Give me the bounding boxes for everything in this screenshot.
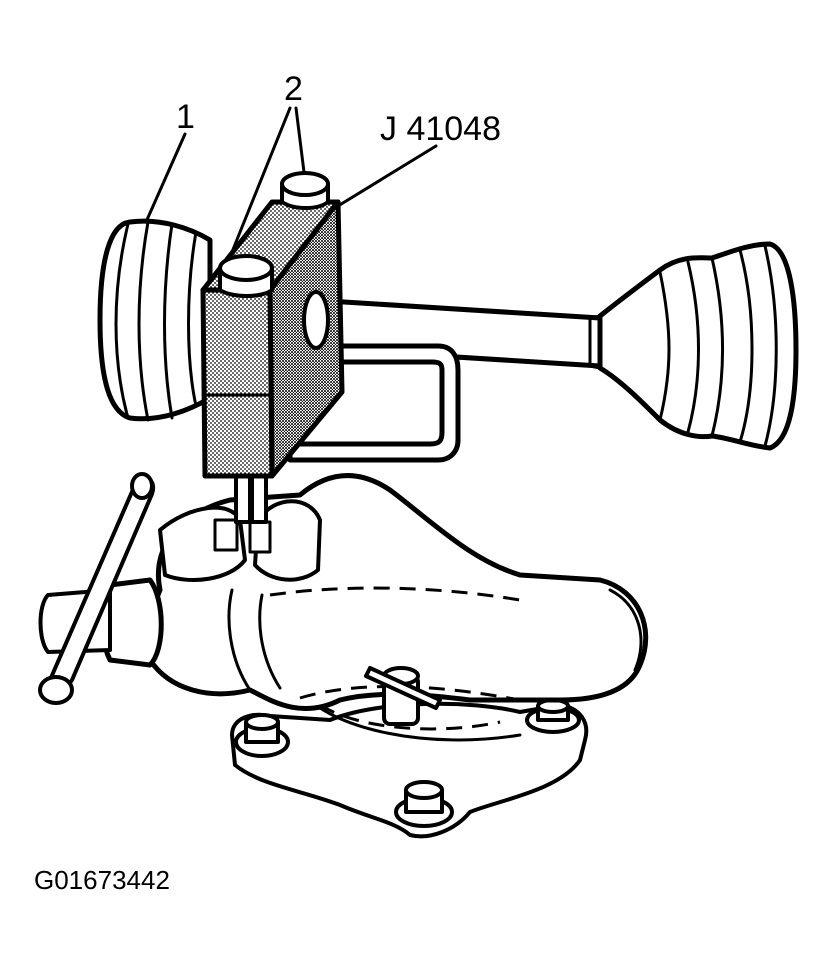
base-bolt-right <box>525 698 581 734</box>
callout-tool-number: J 41048 <box>380 110 501 148</box>
tool-block-front <box>200 287 275 479</box>
base-bolt-left <box>234 713 290 758</box>
figure-id: G01673442 <box>34 865 170 895</box>
callout-2: 2 <box>284 70 303 108</box>
leader-lines <box>144 106 438 254</box>
leader-tool <box>336 144 438 208</box>
callout-1: 1 <box>176 98 195 136</box>
leader-bolt-front <box>230 106 292 254</box>
swivel-lock-handle <box>364 666 442 726</box>
leader-bolt-rear <box>294 106 306 174</box>
bench-vise <box>38 472 649 839</box>
tool-bolt-rear <box>280 171 330 210</box>
leader-boot <box>144 132 187 224</box>
vise-jaw-right <box>253 499 322 582</box>
tool-bore <box>302 290 330 350</box>
inner-cv-boot <box>97 218 213 422</box>
remover-tool-j41048 <box>200 171 461 479</box>
tool-bolt-front <box>218 254 274 298</box>
vise-handle-knob <box>38 675 74 705</box>
halfshaft <box>97 218 799 524</box>
base-bolt-front <box>394 780 454 828</box>
